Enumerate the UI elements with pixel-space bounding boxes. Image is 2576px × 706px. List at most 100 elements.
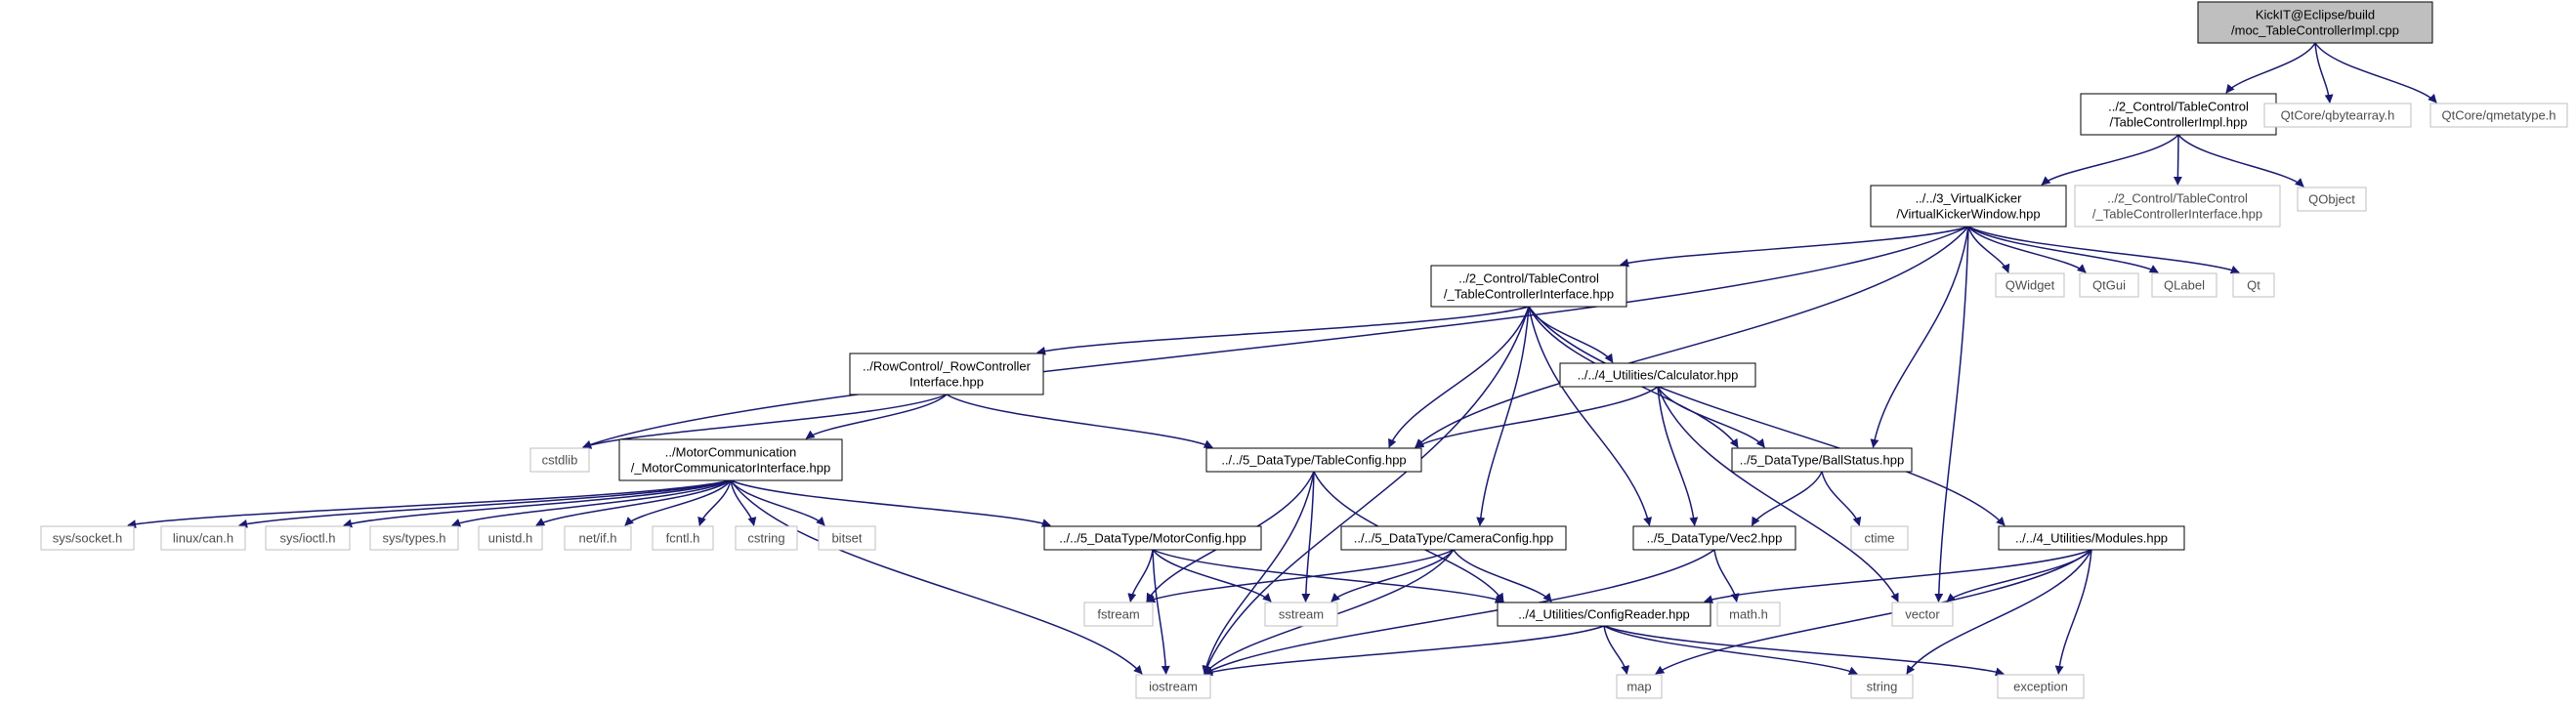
edge-cconf-to-fstream — [1146, 549, 1455, 603]
edge-moc-to-qbytearray — [2314, 42, 2334, 104]
node-box — [1430, 265, 1627, 308]
edge-mci-to-netif — [624, 479, 732, 526]
node-box — [40, 525, 135, 551]
edge-modules-to-string — [1906, 549, 2092, 675]
node-label: sys/types.h — [382, 531, 445, 546]
node-label: /VirtualKickerWindow.hpp — [1896, 207, 2040, 222]
edge-modules-to-map — [1655, 549, 2092, 675]
edge-vkw-to-qtgui — [1967, 226, 2087, 273]
node-label: vector — [1905, 607, 1940, 622]
node-label: /_TableControllerInterface.hpp — [1444, 287, 1614, 302]
node-mconf[interactable]: ../../5_DataType/MotorConfig.hpp — [1043, 525, 1262, 551]
edge-tcif-to-vec2 — [1528, 306, 1652, 526]
node-label: ../../5_DataType/TableConfig.hpp — [1221, 453, 1406, 468]
edge-rci-to-cstdlib — [582, 394, 948, 449]
node-map: map — [1616, 674, 1663, 699]
node-label: unistd.h — [488, 531, 533, 546]
node-tci[interactable]: ../2_Control/TableControl/TableControlle… — [2080, 93, 2277, 136]
edge-mconf-to-fstream — [1127, 549, 1154, 602]
edge-creader-to-iostream — [1204, 625, 1605, 677]
node-box — [618, 438, 843, 481]
node-socket: sys/socket.h — [40, 525, 135, 551]
node-can: linux/can.h — [160, 525, 246, 551]
node-layer: KickIT@Eclipse/build/moc_TableController… — [40, 1, 2568, 699]
node-bitset: bitset — [818, 525, 876, 551]
node-vec2[interactable]: ../5_DataType/Vec2.hpp — [1632, 525, 1796, 551]
node-label: string — [1867, 680, 1898, 694]
node-moc[interactable]: KickIT@Eclipse/build/moc_TableController… — [2197, 1, 2433, 44]
node-label: sstream — [1279, 607, 1324, 622]
node-tconf[interactable]: ../../5_DataType/TableConfig.hpp — [1205, 447, 1422, 473]
node-cconf[interactable]: ../../5_DataType/CameraConfig.hpp — [1340, 525, 1567, 551]
node-box — [1850, 674, 1914, 699]
edge-tci-to-qobject — [2177, 134, 2304, 187]
node-box — [2197, 1, 2433, 44]
node-ball[interactable]: ../5_DataType/BallStatus.hpp — [1731, 447, 1913, 473]
node-box — [1497, 602, 1711, 627]
node-box — [1616, 674, 1663, 699]
edge-layer — [127, 42, 2437, 677]
edge-mconf-to-iostream — [1152, 549, 1170, 675]
edge-calc-to-vector — [1657, 386, 1899, 602]
node-mci[interactable]: ../MotorCommunication/_MotorCommunicator… — [618, 438, 843, 481]
node-box — [265, 525, 351, 551]
node-label: fcntl.h — [666, 531, 700, 546]
edge-tcif-to-tconf — [1388, 306, 1530, 448]
node-box — [1083, 602, 1154, 627]
edge-rci-to-mci — [805, 394, 948, 439]
node-label: QtCore/qmetatype.h — [2441, 108, 2555, 123]
node-sstream: sstream — [1264, 602, 1338, 627]
node-math: math.h — [1716, 602, 1781, 627]
node-box — [1995, 272, 2065, 298]
edge-tconf-to-iostream — [1202, 471, 1315, 675]
node-box — [849, 353, 1044, 395]
node-box — [2080, 93, 2277, 136]
edge-tci-to-tcif_gray — [2173, 134, 2182, 186]
node-label: QtGui — [2092, 278, 2126, 293]
node-label: net/if.h — [578, 531, 616, 546]
edge-creader-to-map — [1603, 625, 1630, 675]
node-box — [2263, 103, 2412, 128]
node-label: fstream — [1097, 607, 1139, 622]
node-label: /_MotorCommunicatorInterface.hpp — [631, 461, 830, 476]
node-calc[interactable]: ../../4_Utilities/Calculator.hpp — [1559, 362, 1756, 388]
node-label: ../RowControl/_RowController — [863, 359, 1032, 374]
edge-calc-to-ball — [1657, 386, 1765, 448]
node-fstream: fstream — [1083, 602, 1154, 627]
node-box — [2297, 187, 2367, 212]
node-label: QObject — [2308, 192, 2355, 207]
node-box — [2151, 272, 2217, 298]
node-label: ../5_DataType/BallStatus.hpp — [1740, 453, 1904, 468]
node-box — [652, 525, 714, 551]
edge-mci-to-mconf — [730, 479, 1051, 527]
node-label: ../MotorCommunication — [665, 445, 796, 460]
node-label: /TableControllerImpl.hpp — [2110, 115, 2248, 130]
node-box — [1870, 185, 2067, 228]
node-box — [818, 525, 876, 551]
node-label: ctime — [1864, 531, 1894, 546]
node-rci[interactable]: ../RowControl/_RowControllerInterface.hp… — [849, 353, 1044, 395]
edge-vkw-to-qwidget — [1967, 226, 2010, 273]
node-qmetatype: QtCore/qmetatype.h — [2429, 103, 2568, 128]
node-iostream: iostream — [1135, 674, 1211, 699]
node-creader[interactable]: ../4_Utilities/ConfigReader.hpp — [1497, 602, 1711, 627]
edge-creader-to-exception — [1603, 625, 2005, 677]
node-qtgui: QtGui — [2079, 272, 2139, 298]
node-box — [735, 525, 798, 551]
node-label: map — [1626, 680, 1651, 694]
edge-mconf-to-sstream — [1152, 549, 1272, 602]
node-modules[interactable]: ../../4_Utilities/Modules.hpp — [1998, 525, 2185, 551]
edge-tconf-to-sstream — [1301, 471, 1315, 602]
edge-tci-to-vkw — [2041, 134, 2179, 186]
node-box — [1998, 525, 2185, 551]
edge-mci-to-socket — [127, 479, 732, 529]
node-label: cstdlib — [542, 453, 578, 468]
node-vkw[interactable]: ../../3_VirtualKicker/VirtualKickerWindo… — [1870, 185, 2067, 228]
node-vector: vector — [1891, 602, 1954, 627]
edge-mci-to-bitset — [730, 479, 825, 526]
node-box — [369, 525, 459, 551]
node-tcif[interactable]: ../2_Control/TableControl/_TableControll… — [1430, 265, 1627, 308]
node-box — [1891, 602, 1954, 627]
node-label: math.h — [1729, 607, 1768, 622]
node-box — [1135, 674, 1211, 699]
